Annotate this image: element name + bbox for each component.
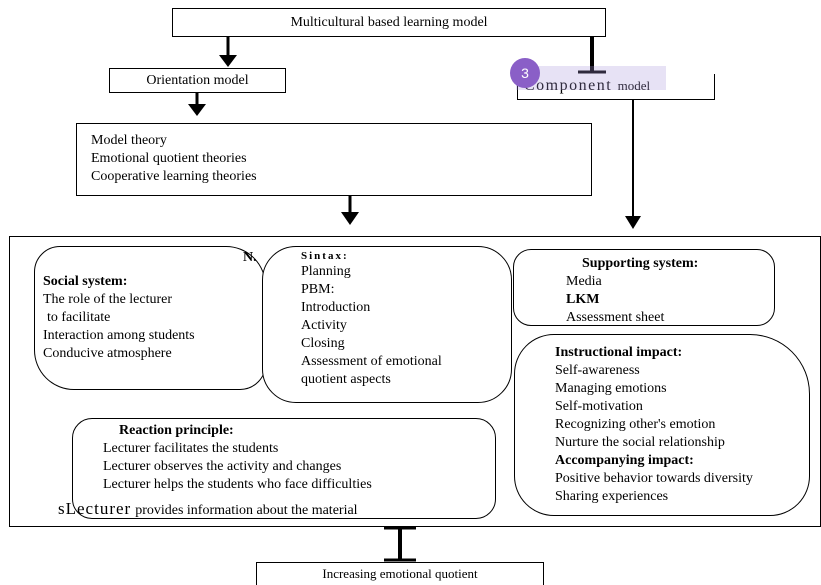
n-mark: N.: [243, 250, 257, 265]
sintax-heading: Sintax:: [301, 250, 349, 262]
theory-line-1: Model theory: [91, 133, 167, 148]
instructional-line-5: Nurture the social relationship: [555, 435, 725, 450]
sintax-box: Sintax: Planning PBM: Introduction Activ…: [262, 246, 512, 403]
reaction-line-3: Lecturer helps the students who face dif…: [103, 477, 372, 492]
sintax-line-3: Introduction: [301, 300, 371, 315]
result-label: Increasing emotional quotient: [322, 566, 478, 581]
component-suffix: model: [617, 78, 651, 93]
component-prefix: Component: [524, 77, 613, 94]
accompanying-heading: Accompanying impact:: [555, 453, 694, 468]
accompanying-line-2: Sharing experiences: [555, 489, 669, 504]
arrowhead-outer-left: [341, 212, 359, 225]
instructional-line-1: Self-awareness: [555, 363, 640, 378]
title-box: Multicultural based learning model: [172, 8, 606, 37]
instructional-impact-box: Instructional impact: Self-awareness Man…: [514, 334, 810, 516]
reaction-line-4-rest: provides information about the material: [135, 503, 358, 518]
component-highlight: [516, 66, 666, 90]
supporting-line-2: LKM: [566, 292, 600, 307]
reaction-principle-box: Reaction principle: Lecturer facilitates…: [72, 418, 496, 519]
arrowhead-theory: [188, 104, 206, 116]
theory-line-2: Emotional quotient theories: [91, 151, 247, 166]
sintax-line-7: quotient aspects: [301, 372, 391, 387]
supporting-line-1: Media: [566, 274, 602, 289]
social-system-box: Social system: The role of the lecturer …: [34, 246, 266, 390]
reaction-heading: Reaction principle:: [119, 423, 234, 438]
component-box: Component model: [517, 74, 715, 100]
supporting-heading: Supporting system:: [582, 256, 699, 271]
social-line-4: Conducive atmosphere: [43, 346, 172, 361]
instructional-heading: Instructional impact:: [555, 345, 683, 360]
supporting-system-box: Supporting system: Media LKM Assessment …: [513, 249, 775, 326]
sintax-line-6: Assessment of emotional: [301, 354, 442, 369]
accompanying-line-1: Positive behavior towards diversity: [555, 471, 753, 486]
theory-box: Model theory Emotional quotient theories…: [76, 123, 592, 196]
instructional-line-3: Self-motivation: [555, 399, 643, 414]
instructional-line-2: Managing emotions: [555, 381, 667, 396]
social-line-1: The role of the lecturer: [43, 292, 173, 307]
sintax-line-5: Closing: [301, 336, 345, 351]
reaction-line-2: Lecturer observes the activity and chang…: [103, 459, 342, 474]
sintax-line-4: Activity: [301, 318, 347, 333]
step-badge: 3: [510, 58, 540, 88]
reaction-line-1: Lecturer facilitates the students: [103, 441, 279, 456]
instructional-line-4: Recognizing other's emotion: [555, 417, 716, 432]
sintax-line-1: Planning: [301, 264, 351, 279]
arrowhead-outer-right: [625, 216, 641, 229]
step-badge-number: 3: [521, 65, 529, 81]
sintax-line-2: PBM:: [301, 282, 335, 297]
social-line-2: to facilitate: [47, 310, 111, 325]
orientation-label: Orientation model: [146, 73, 249, 88]
arrowhead-orientation: [219, 55, 237, 67]
supporting-line-3: Assessment sheet: [566, 310, 665, 325]
title-label: Multicultural based learning model: [290, 15, 488, 30]
component-label: Component model: [524, 77, 650, 95]
reaction-line-4: sLecturer provides information about the…: [58, 499, 358, 520]
reaction-line-4-prefix: sLecturer: [58, 499, 132, 518]
social-line-3: Interaction among students: [43, 328, 195, 343]
orientation-box: Orientation model: [109, 68, 286, 93]
social-heading: Social system:: [43, 274, 128, 289]
theory-line-3: Cooperative learning theories: [91, 169, 257, 184]
result-box: Increasing emotional quotient: [256, 562, 544, 585]
